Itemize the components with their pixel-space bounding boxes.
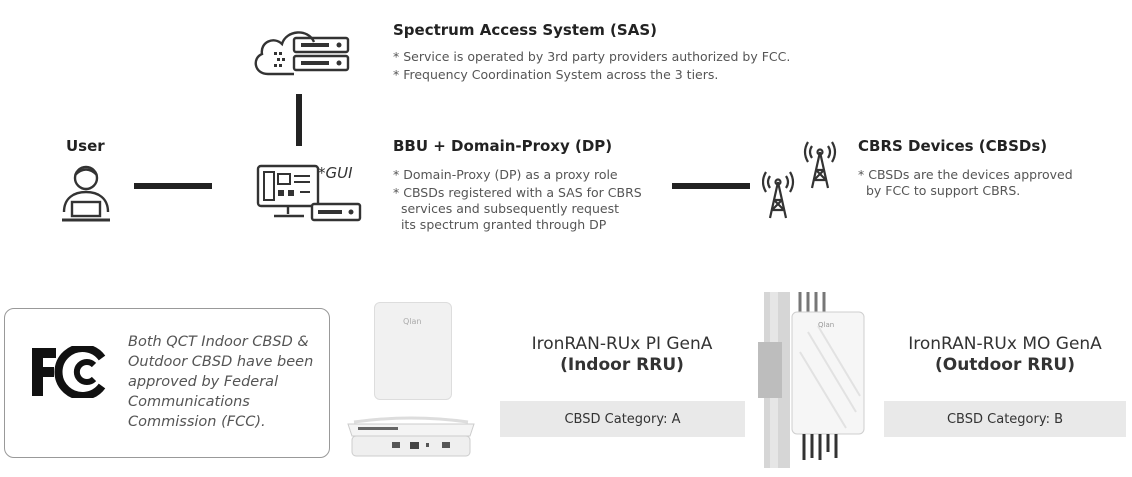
indoor-product-title: IronRAN-RUx PI GenA (Indoor RRU) <box>500 334 744 376</box>
bbu-title: BBU + Domain-Proxy (DP) <box>393 137 613 155</box>
outdoor-product-name: IronRAN-RUx MO GenA <box>908 334 1102 354</box>
outdoor-product-type: (Outdoor RRU) <box>934 355 1076 375</box>
cbsd-title: CBRS Devices (CBSDs) <box>858 137 1048 155</box>
sas-title: Spectrum Access System (SAS) <box>393 21 657 39</box>
cbsd-note-1: * CBSDs are the devices approved by FCC … <box>858 167 1073 198</box>
device-brand-label: Qlan <box>403 317 422 326</box>
computer-gui-icon <box>256 164 362 222</box>
outdoor-category-bar: CBSD Category: B <box>884 401 1126 437</box>
indoor-category-bar: CBSD Category: A <box>500 401 745 437</box>
bbu-note-1: * Domain-Proxy (DP) as a proxy role <box>393 167 618 182</box>
indoor-category-label: CBSD Category: A <box>564 411 681 427</box>
gui-label: *GUI <box>318 164 353 182</box>
outdoor-category-label: CBSD Category: B <box>946 411 1064 427</box>
indoor-rru-wall-unit: Qlan <box>374 302 452 400</box>
user-label: User <box>66 137 105 155</box>
cloud-server-icon <box>254 31 350 76</box>
user-laptop-icon <box>62 165 110 222</box>
bbu-note-2: * CBSDs registered with a SAS for CBRS s… <box>393 185 642 232</box>
indoor-rru-ceiling-unit <box>347 416 475 457</box>
sas-note-2: * Frequency Coordination System across t… <box>393 67 719 82</box>
outdoor-rru-pole-unit: Qlan <box>758 292 865 468</box>
user-gui-connector <box>134 183 212 189</box>
fcc-approval-text: Both QCT Indoor CBSD & Outdoor CBSD have… <box>128 334 314 430</box>
bbu-cbsd-connector <box>672 183 750 189</box>
fcc-approval-box <box>4 308 330 458</box>
device-brand-label: Qlan <box>818 321 834 329</box>
fcc-logo <box>32 346 106 398</box>
sas-bbu-connector <box>296 94 302 146</box>
cell-tower-icon <box>762 141 837 219</box>
indoor-product-type: (Indoor RRU) <box>560 355 684 375</box>
sas-note-1: * Service is operated by 3rd party provi… <box>393 49 791 64</box>
outdoor-product-title: IronRAN-RUx MO GenA (Outdoor RRU) <box>884 334 1126 376</box>
indoor-product-name: IronRAN-RUx PI GenA <box>531 334 713 354</box>
